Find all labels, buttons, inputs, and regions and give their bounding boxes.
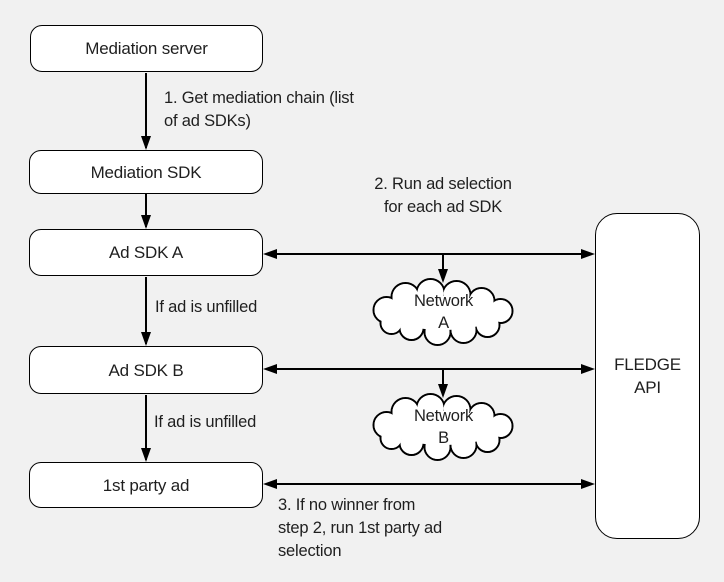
arrowhead [263,249,277,259]
node-fledge-api: FLEDGE API [595,213,700,539]
annotation-step2: 2. Run ad selection for each ad SDK [374,175,512,216]
annotation-step1: 1. Get mediation chain (list of ad SDKs) [164,89,354,130]
annotation-unfilled-a: If ad is unfilled [155,298,258,316]
network-a-label: Network A [413,292,474,332]
node-mediation-sdk: Mediation SDK [29,150,263,194]
annotation-step3: 3. If no winner from step 2, run 1st par… [278,496,442,560]
network-b-label: Network B [413,407,474,447]
arrowhead [141,448,151,462]
arrowhead [141,136,151,150]
arrowhead [581,364,595,374]
network-b-cloud [372,393,514,461]
arrowhead [263,364,277,374]
node-1st-party-ad: 1st party ad [29,462,263,508]
arrowhead [141,215,151,229]
arrowhead [581,479,595,489]
node-ad-sdk-b: Ad SDK B [29,346,263,394]
node-ad-sdk-a: Ad SDK A [29,229,263,276]
arrowhead [263,479,277,489]
arrowhead [581,249,595,259]
annotation-unfilled-b: If ad is unfilled [154,413,257,431]
arrowhead [438,384,448,398]
arrowhead [141,332,151,346]
arrowhead [438,269,448,283]
node-mediation-server: Mediation server [30,25,263,72]
network-a-cloud [372,278,514,346]
